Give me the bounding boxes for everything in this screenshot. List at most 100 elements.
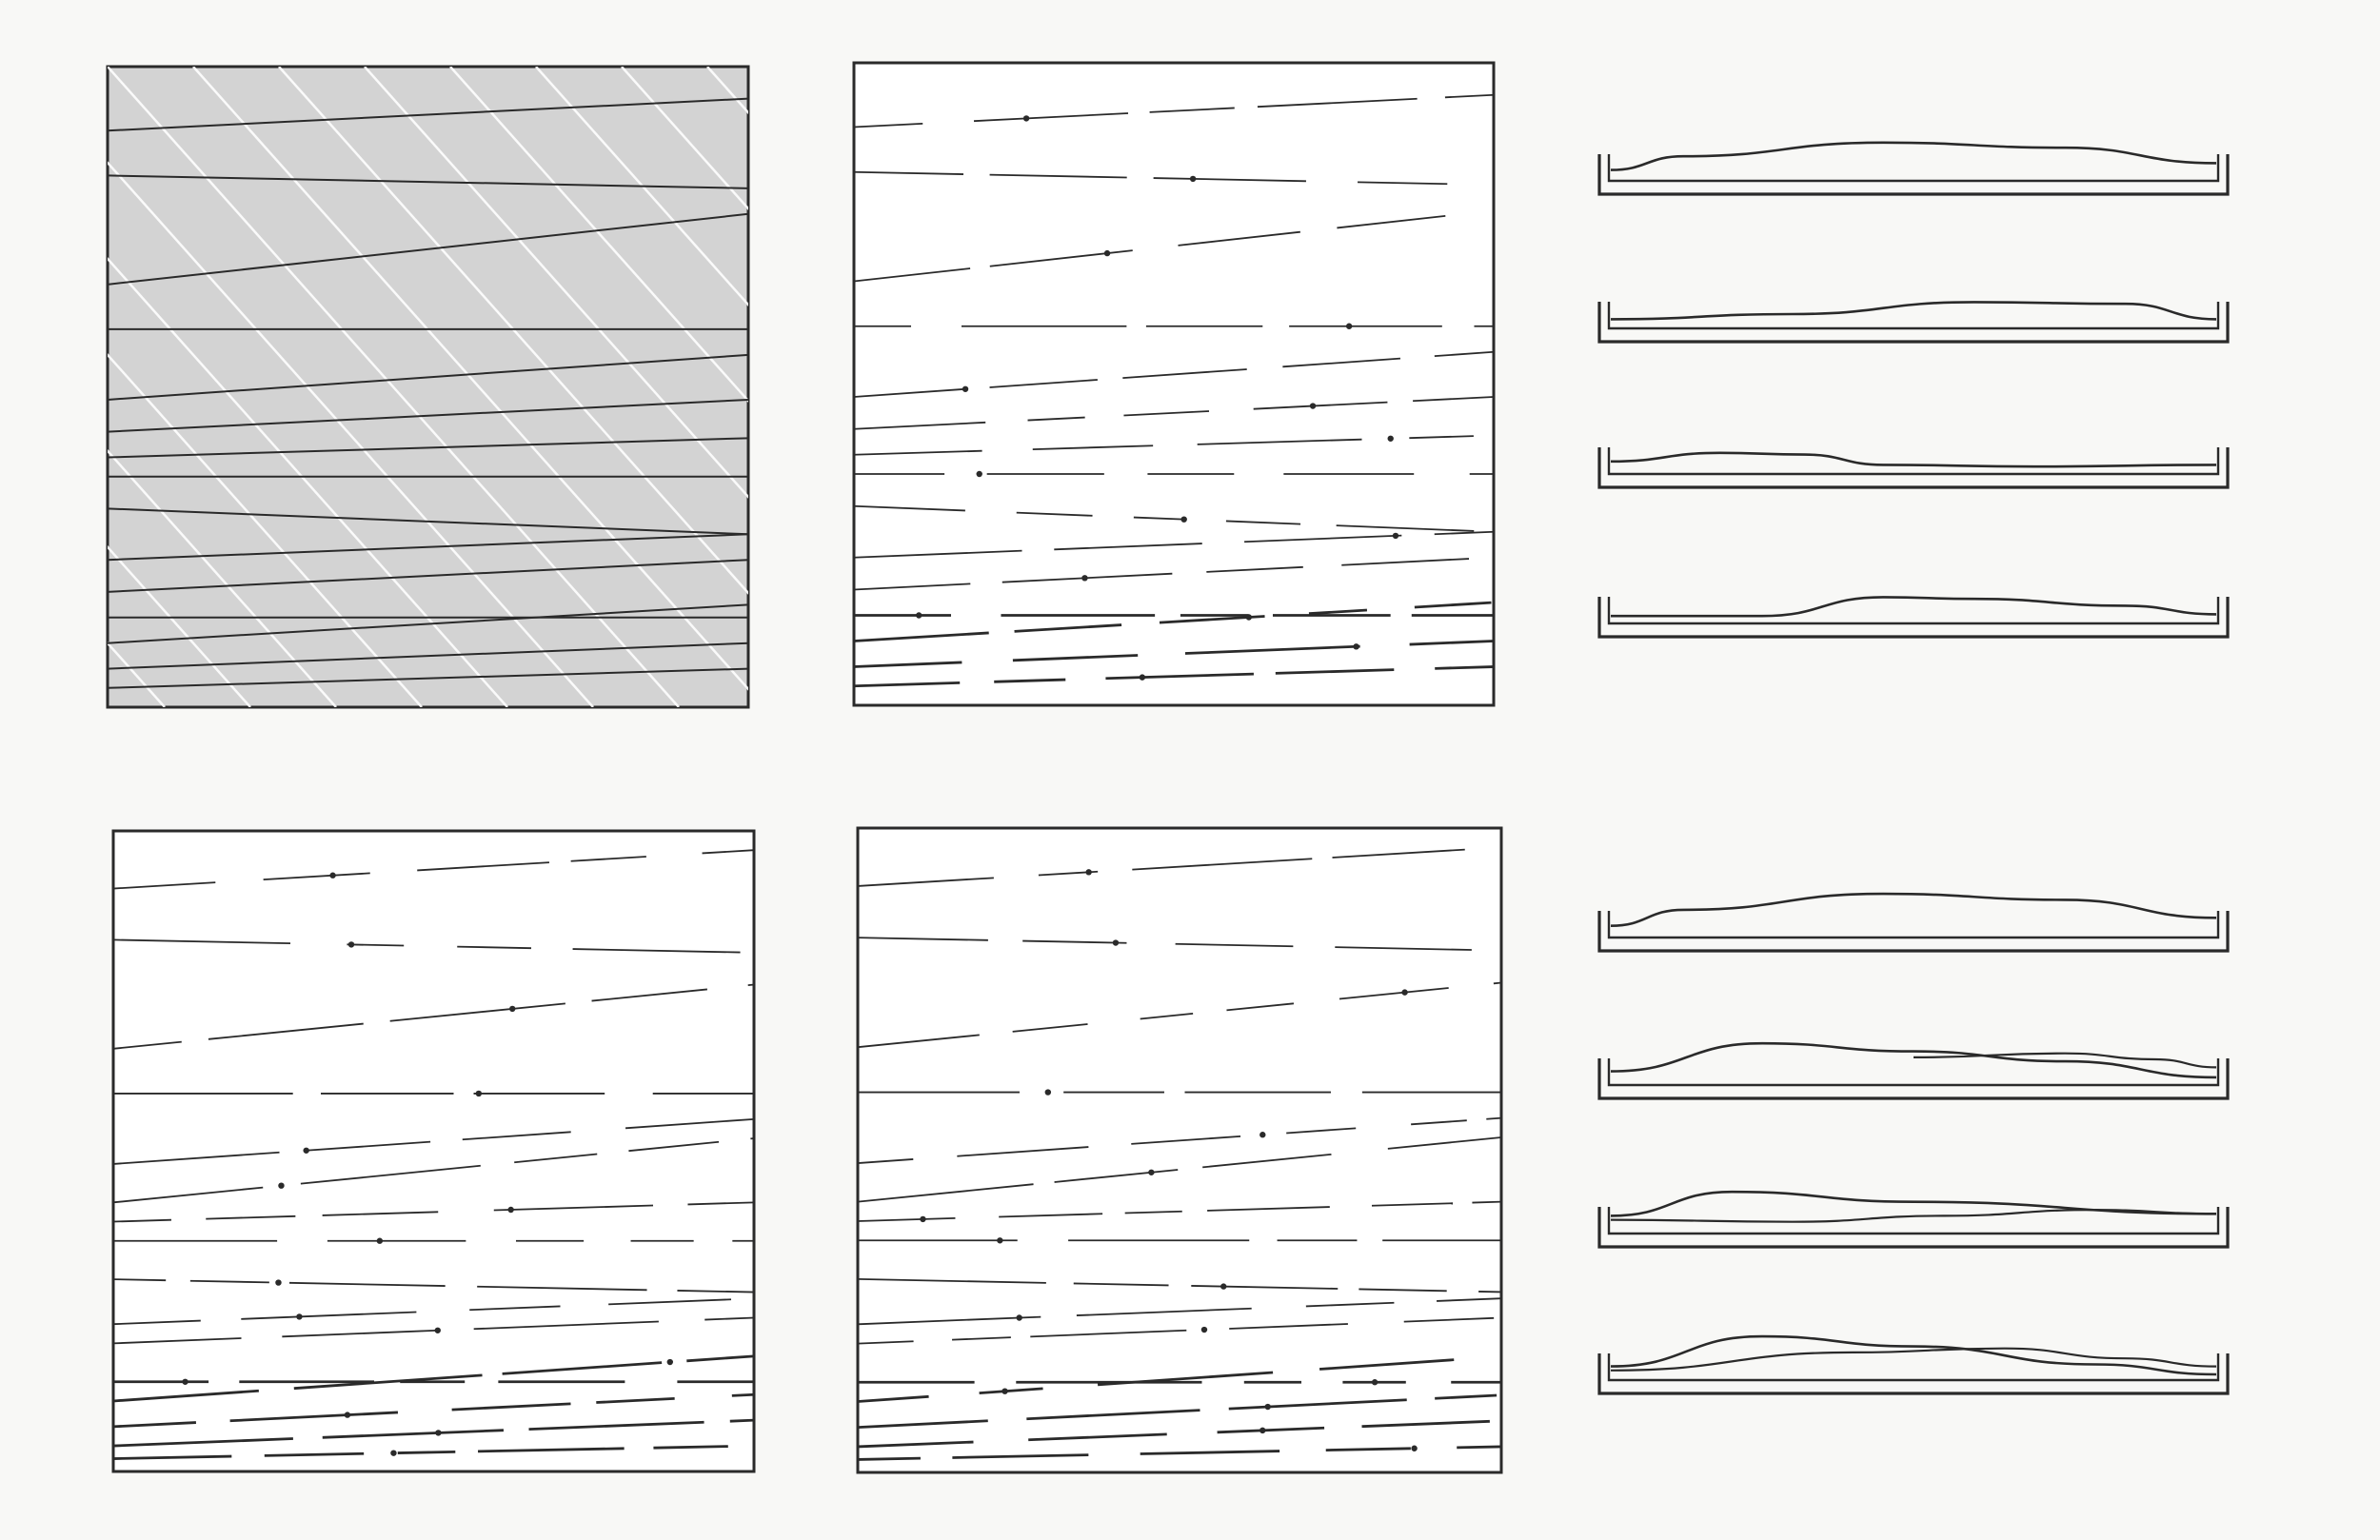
panel-line-segment <box>1339 987 1449 1000</box>
panel-line-segment <box>1409 640 1494 646</box>
panel-line-segment <box>572 948 741 954</box>
panel-line-segment <box>858 1034 980 1049</box>
panel-line-segment <box>1308 608 1368 616</box>
panel-content <box>113 849 754 1460</box>
panel-line-segment <box>457 945 531 950</box>
panel-line-segment <box>854 631 989 642</box>
panel-line-segment <box>1282 357 1401 368</box>
panel-line-segment <box>514 1153 598 1164</box>
panel-line-segment <box>1184 644 1360 655</box>
panel-line-segment <box>1336 524 1475 532</box>
panel-line-segment <box>1226 1002 1295 1012</box>
panels-layer <box>106 61 1503 1474</box>
panel-line-segment <box>1191 1285 1339 1290</box>
panel-line-segment <box>322 1211 439 1216</box>
line-dot <box>1401 989 1408 996</box>
panel-line-segment <box>1411 1119 1467 1126</box>
panel-line-segment <box>1361 1419 1490 1429</box>
panel-line <box>108 603 748 644</box>
line-dot <box>1387 435 1394 442</box>
panel-line-segment <box>1286 1127 1357 1135</box>
panel-line-segment <box>854 449 982 456</box>
tray-outline <box>1597 154 2230 196</box>
panel-line-segment <box>1054 543 1202 551</box>
panel-line-segment <box>264 1451 365 1457</box>
panel-line-segment <box>854 582 971 591</box>
line-dot <box>1353 643 1359 650</box>
panel-line-segment <box>1434 530 1494 536</box>
panel-line-segment <box>858 1315 1041 1326</box>
panel-line-segment <box>1335 946 1472 951</box>
panel-line-segment <box>1228 1398 1407 1411</box>
panel-line-segment <box>608 1298 732 1306</box>
panel-line-segment <box>1026 1409 1200 1421</box>
line-dot <box>509 1005 516 1013</box>
hatch-stroke <box>449 67 748 403</box>
panel-line-segment <box>208 1022 364 1040</box>
panel-line-segment <box>1175 942 1294 948</box>
panel-line-segment <box>687 1201 754 1206</box>
tray-outline <box>1597 1058 2230 1100</box>
panel-line-segment <box>113 1186 264 1204</box>
tray-contents-curve <box>1610 451 2217 468</box>
panel-line-segment <box>704 1316 754 1321</box>
hatch-stroke <box>108 257 508 707</box>
line-dot <box>1220 1283 1227 1290</box>
panel-line-segment <box>858 1216 956 1222</box>
panel-line-segment <box>322 1429 504 1439</box>
hatch-stroke <box>108 67 680 707</box>
panel-line-segment <box>973 112 1129 123</box>
tray-1 <box>1597 141 2230 196</box>
panel-line-segment <box>1027 416 1085 422</box>
hatch-stroke <box>108 352 423 707</box>
panel-line-segment <box>1253 401 1388 410</box>
panel-line-segment <box>858 1340 914 1345</box>
line-dot <box>507 1206 514 1214</box>
panel-4 <box>856 826 1503 1474</box>
panel-line <box>108 212 748 286</box>
line-dot <box>275 1279 282 1286</box>
panel-line-segment <box>731 1392 754 1397</box>
tray-outline <box>1597 597 2230 639</box>
panel-line-segment <box>1030 1329 1187 1338</box>
line-dot <box>920 1215 926 1223</box>
tray-8 <box>1597 1334 2230 1395</box>
panel-line-segment <box>417 861 549 872</box>
line-dot <box>916 612 922 619</box>
panel-line-segment <box>854 421 986 430</box>
panel-line-segment <box>858 1456 921 1461</box>
panel-line-segment <box>113 1337 242 1345</box>
panel-line-segment <box>858 1183 1034 1203</box>
line-dot <box>1180 516 1187 523</box>
panel-line-segment <box>1217 1426 1325 1434</box>
line-dot <box>1139 674 1146 681</box>
panel-line-segment <box>300 1164 481 1185</box>
line-dot <box>278 1182 285 1189</box>
hatch-stroke <box>364 67 748 499</box>
panel-line <box>108 559 748 593</box>
panel-line-segment <box>1358 181 1448 186</box>
panel-line-segment <box>1337 214 1446 229</box>
panel-line-segment <box>1319 1358 1455 1371</box>
panel-content <box>858 848 1501 1461</box>
tray-outline <box>1597 1207 2230 1249</box>
line-dot <box>1148 1169 1155 1175</box>
panel-line <box>108 437 748 459</box>
panel-line-segment <box>596 1397 675 1404</box>
panel-line-segment <box>1244 534 1402 543</box>
tray-contents-curve <box>1610 892 2217 927</box>
panel-line-segment <box>677 1290 754 1293</box>
panel-line-segment <box>854 122 923 128</box>
panel-line-segment <box>1105 672 1254 681</box>
line-dot <box>376 1237 384 1244</box>
panel-line-segment <box>1076 1307 1252 1316</box>
tray-3 <box>1597 447 2230 489</box>
panel-line-segment <box>113 1437 293 1448</box>
panel-line-segment <box>1305 1301 1395 1308</box>
panel-line-segment <box>729 1418 754 1423</box>
panel-line-segment <box>858 937 988 941</box>
panel-line-segment <box>1387 1136 1501 1150</box>
panel-line-segment <box>113 938 291 945</box>
panel-line-segment <box>854 681 961 688</box>
